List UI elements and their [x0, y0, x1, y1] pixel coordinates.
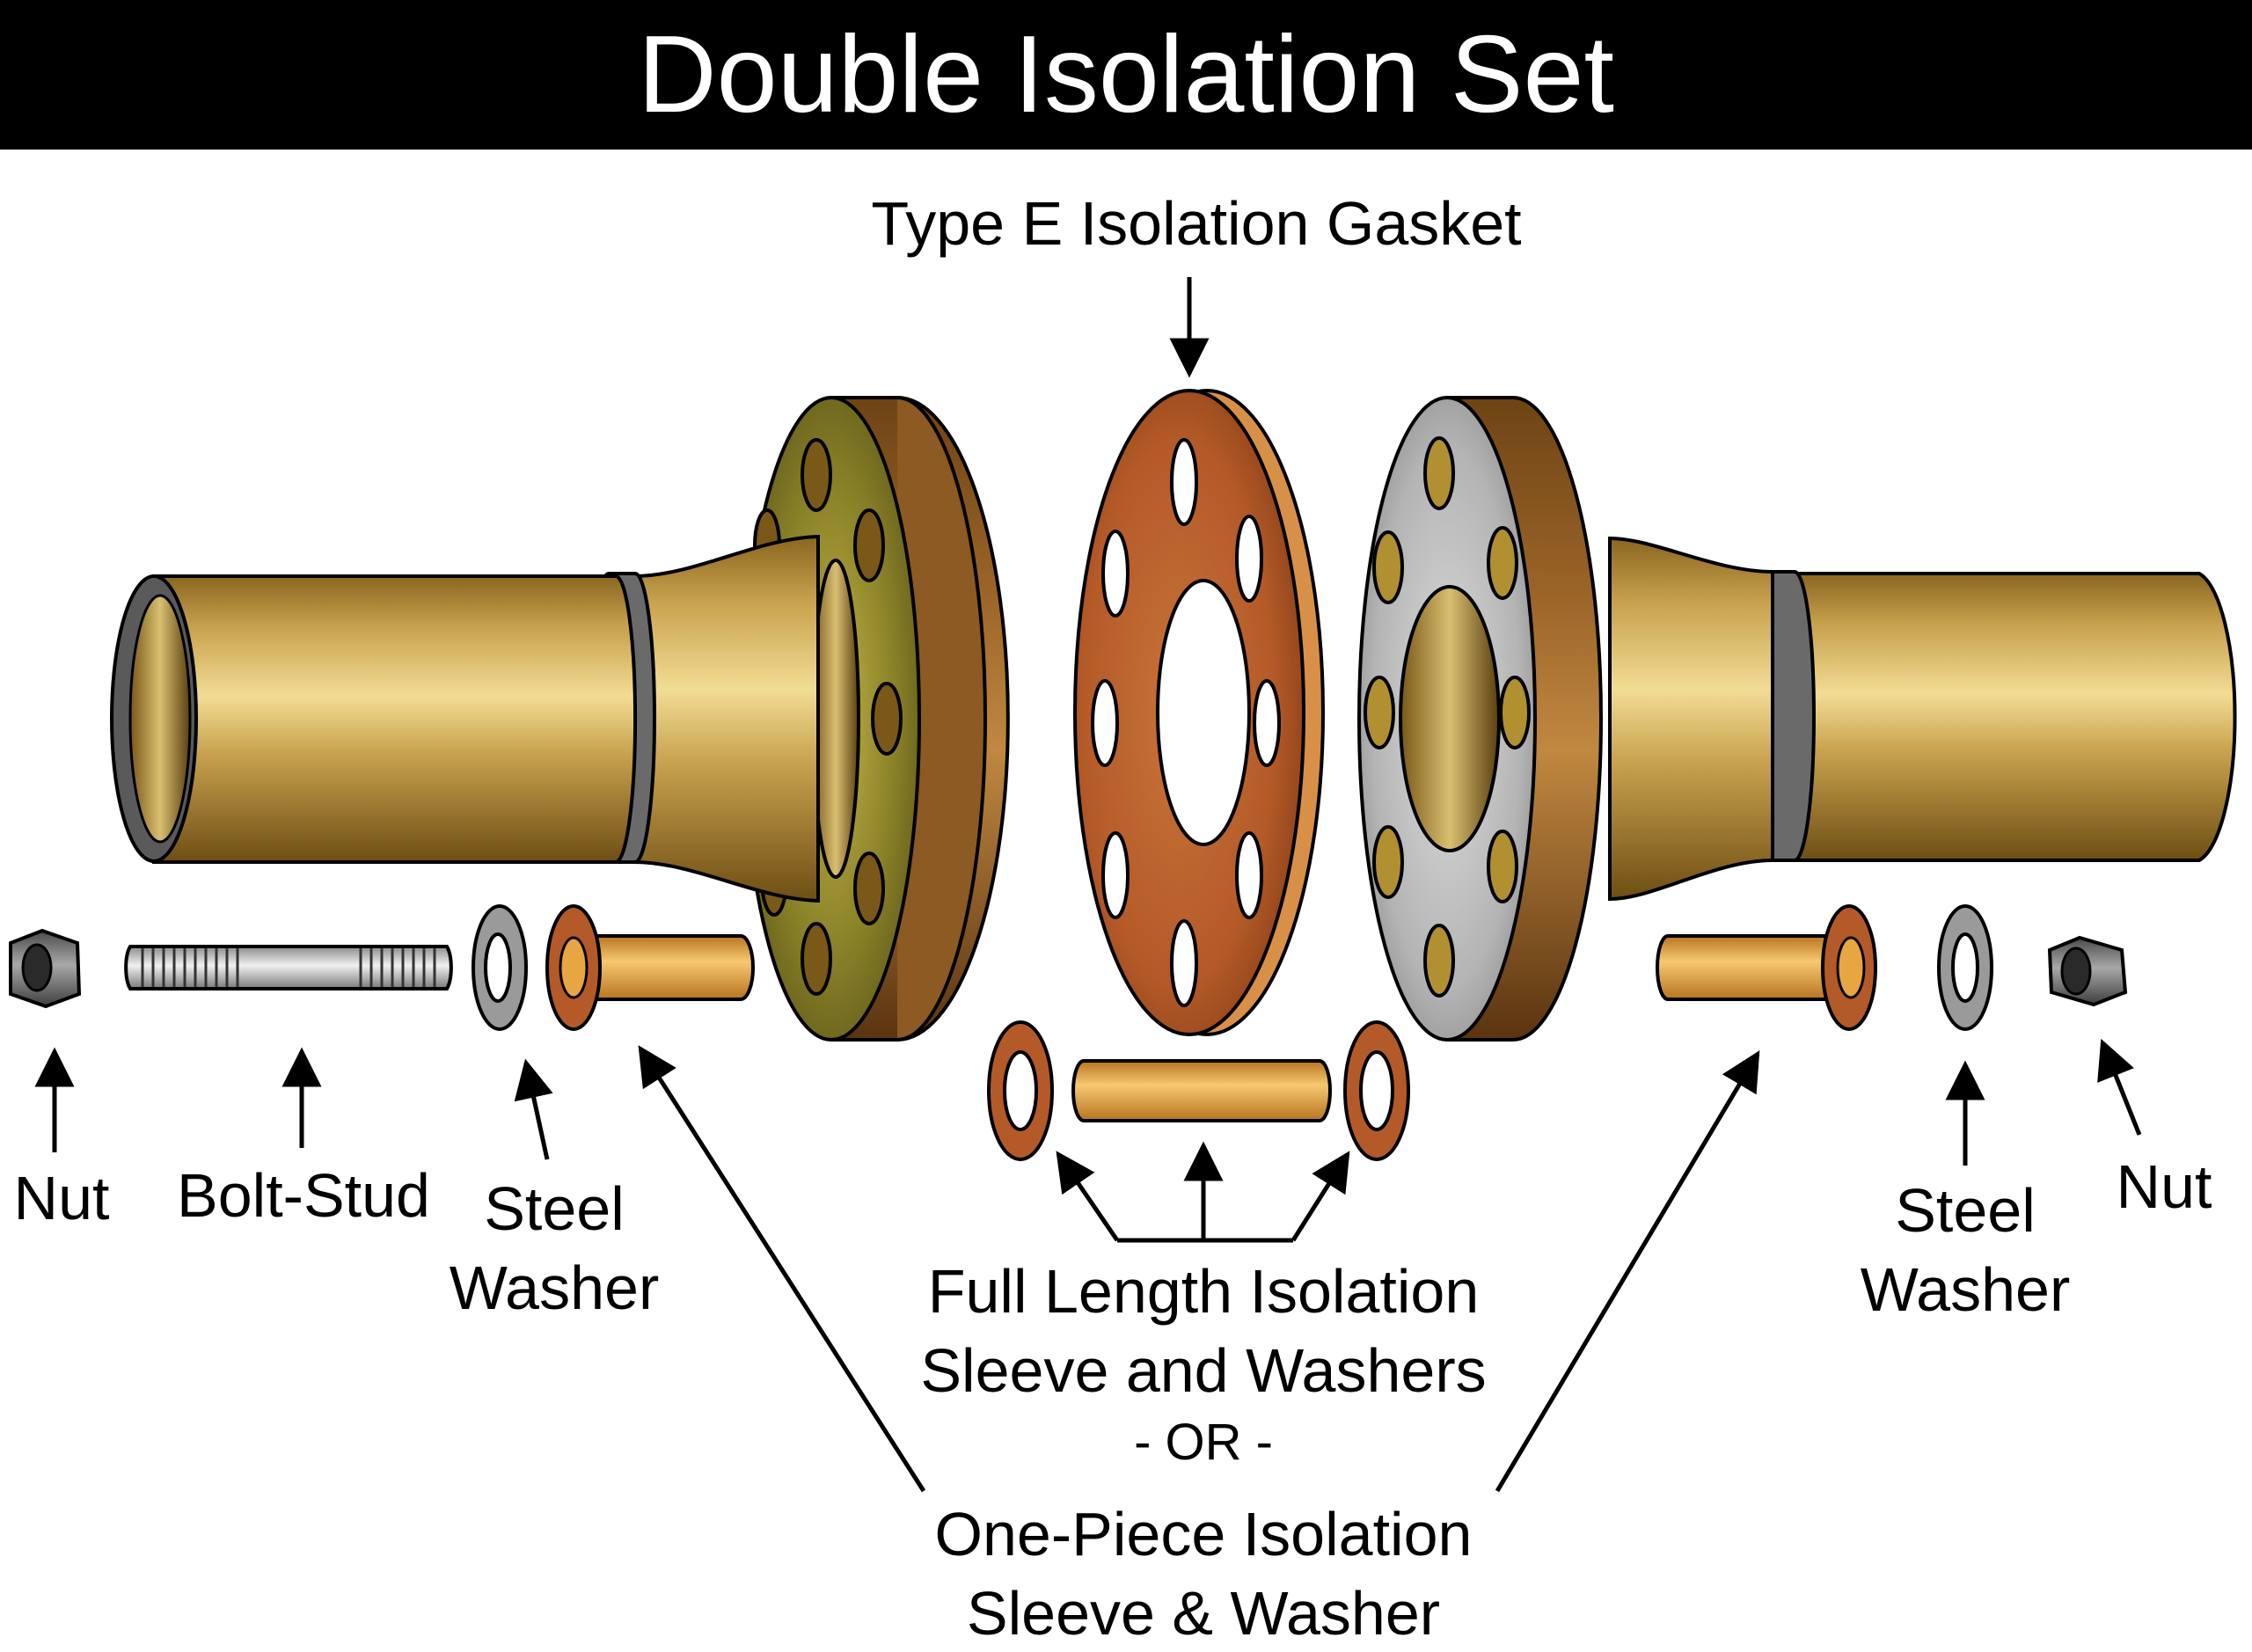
label-or: - OR -: [1134, 1414, 1273, 1471]
right-one-piece-sleeve: [1656, 904, 1877, 1031]
type-e-gasket: [1073, 389, 1325, 1036]
label-steel-washer-left-2: Washer: [449, 1254, 660, 1322]
label-one-piece-1: One-Piece Isolation: [934, 1500, 1473, 1568]
label-steel-washer-left-1: Steel: [484, 1174, 625, 1243]
gasket-bolt-holes: [1091, 438, 1281, 1007]
label-one-piece-2: Sleeve & Washer: [966, 1579, 1441, 1648]
left-hub-taper: [632, 534, 820, 903]
arrow-steel-washer-left: [514, 1058, 553, 1160]
label-steel-washer-right-2: Washer: [1860, 1255, 2071, 1324]
label-nut-left: Nut: [13, 1164, 110, 1232]
arrow-nut-right: [2097, 1038, 2142, 1136]
right-nut: [2047, 935, 2128, 1007]
right-flange-bolt-holes: [1364, 436, 1531, 998]
center-sleeve: [1071, 1059, 1332, 1122]
leader-arrows: [34, 277, 2142, 1493]
label-steel-washer-right-1: Steel: [1895, 1176, 2036, 1245]
arrow-one-piece-right: [1495, 1050, 1760, 1493]
right-pipe-body: [1771, 572, 2237, 862]
title-bar: [0, 0, 2252, 150]
right-pipe-flange: [1357, 396, 2237, 1042]
gasket-bore: [1156, 579, 1251, 846]
bolt-stud: [124, 945, 453, 990]
right-steel-washer: [1937, 904, 1993, 1031]
center-washer-left: [987, 1020, 1054, 1161]
left-steel-washer: [472, 904, 528, 1031]
left-flange-bolt-holes: [753, 438, 903, 996]
left-nut: [9, 928, 82, 1009]
left-flange-rim-cap: [896, 396, 987, 1042]
full-length-sleeve-set: [987, 1020, 1410, 1161]
left-one-piece-sleeve: [545, 904, 755, 1031]
label-gasket: Type E Isolation Gasket: [871, 189, 1522, 258]
right-hub-taper: [1608, 536, 1774, 902]
left-pipe-flange: [110, 396, 1010, 1042]
left-pipe-body: [152, 574, 638, 864]
label-full-length-1: Full Length Isolation: [927, 1257, 1480, 1326]
label-full-length-2: Sleeve and Washers: [920, 1336, 1487, 1405]
center-washer-right: [1343, 1020, 1410, 1161]
label-bolt-stud: Bolt-Stud: [177, 1161, 430, 1230]
page-title: Double Isolation Set: [638, 14, 1614, 135]
label-nut-right: Nut: [2116, 1152, 2212, 1221]
arrow-one-piece-left: [638, 1045, 926, 1493]
